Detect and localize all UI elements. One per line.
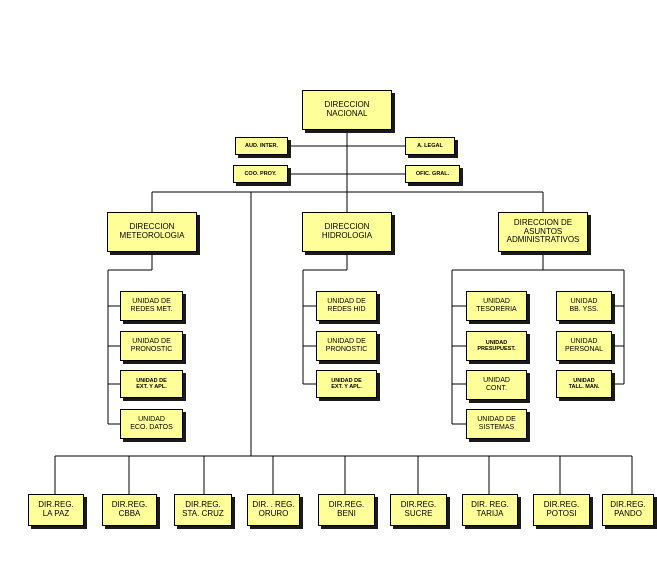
direccion-nacional-box: DIRECCION NACIONAL: [302, 90, 392, 130]
adm-unit-box: UNIDAD DE SISTEMAS: [466, 409, 527, 439]
adm-unit-box: UNIDAD CONT.: [466, 370, 527, 400]
met-unit-box: UNIDAD ECO. DATOS: [120, 409, 183, 439]
met-unit-box: UNIDAD DE EXT. Y APL.: [120, 370, 183, 398]
direccion-meteorologia-box: DIRECCION METEOROLOGIA: [107, 212, 197, 252]
regional-box: DIR.REG. BENI: [318, 494, 375, 526]
regional-box: DIR.REG. CBBA: [102, 494, 157, 526]
ofic-gral-box: OFIC. GRAL.: [405, 165, 460, 183]
hid-unit-box: UNIDAD DE PRONOSTIC: [316, 331, 377, 361]
adm-unit-box: UNIDAD TALL. MAN.: [556, 370, 612, 398]
regional-box: DIR.REG. SUCRE: [390, 494, 447, 526]
adm-unit-box: UNIDAD BB. YSS.: [556, 291, 612, 321]
regional-box: DIR.REG. STA. CRUZ: [174, 494, 232, 526]
regional-box: DIR. . REG. ORURO: [247, 494, 300, 526]
direccion-asuntos-administrativos-box: DIRECCION DE ASUNTOS ADMINISTRATIVOS: [498, 212, 588, 252]
met-unit-box: UNIDAD DE PRONOSTIC: [120, 331, 183, 361]
adm-unit-box: UNIDAD TESORERIA: [466, 291, 527, 321]
regional-box: DIR.REG. POTOSI: [533, 494, 590, 526]
hid-unit-box: UNIDAD DE EXT. Y APL.: [316, 370, 377, 398]
coo-proy-box: COO. PROY.: [233, 165, 288, 183]
hid-unit-box: UNIDAD DE REDES HID: [316, 291, 377, 321]
aud-inter-box: AUD. INTER.: [235, 137, 288, 155]
regional-box: DIR.REG. PANDO: [602, 494, 654, 526]
regional-box: DIR. REG. TARIJA: [462, 494, 518, 526]
adm-unit-box: UNIDAD PERSONAL: [556, 331, 612, 361]
a-legal-box: A. LEGAL: [405, 137, 455, 155]
met-unit-box: UNIDAD DE REDES MET.: [120, 291, 183, 321]
regional-box: DIR.REG. LA PAZ: [28, 494, 84, 526]
adm-unit-box: UNIDAD PRESUPUEST.: [466, 331, 527, 361]
direccion-hidrologia-box: DIRECCION HIDROLOGIA: [302, 212, 392, 252]
